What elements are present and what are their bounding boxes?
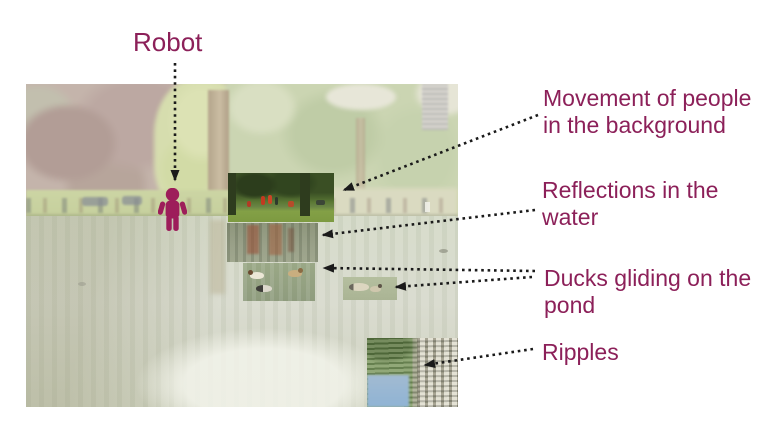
park-pond-photo [26, 84, 458, 407]
person-in-red [268, 195, 272, 204]
red-reflection-streak [247, 225, 259, 254]
person-in-red [261, 196, 265, 205]
trash-bin [425, 202, 430, 212]
reflections-label: Reflections in the water [542, 177, 719, 230]
sky-reflection [367, 375, 409, 407]
red-reflection-streak [269, 224, 282, 255]
ducks-label: Ducks gliding on the pond [544, 265, 752, 318]
background-building [422, 84, 448, 130]
ripples-region [367, 338, 458, 407]
person-in-red [247, 201, 251, 207]
duck [256, 285, 272, 292]
distant-duck [439, 249, 448, 253]
duck-head [378, 284, 382, 288]
ducks-region-right [343, 277, 397, 300]
tree-trunk [300, 173, 310, 216]
ducks-region-left [243, 263, 315, 301]
distant-duck [78, 282, 86, 286]
trunk-reflection [210, 220, 225, 294]
duck-head [298, 268, 303, 273]
duck-head [248, 270, 253, 275]
ripples-label: Ripples [542, 339, 619, 365]
robot-person-icon [157, 187, 188, 231]
tree-trunk [228, 173, 236, 215]
duck [288, 268, 303, 277]
parked-car [82, 197, 108, 206]
duck [370, 284, 382, 292]
robot-label: Robot [133, 27, 203, 57]
duck [349, 283, 369, 291]
reflection-streaks [417, 338, 458, 407]
person-in-red [288, 201, 294, 207]
parked-car [122, 196, 142, 205]
reflections-region [227, 223, 318, 262]
park-bench [316, 200, 325, 205]
sky-gap [326, 84, 396, 110]
tree-trunk [208, 90, 229, 216]
duck [248, 270, 264, 279]
movement-label: Movement of people in the background [543, 85, 752, 138]
person-silhouette [275, 197, 278, 205]
dark-reflection-streak [288, 228, 294, 252]
tree-trunk [356, 118, 365, 198]
movement-of-people-region [228, 173, 334, 222]
